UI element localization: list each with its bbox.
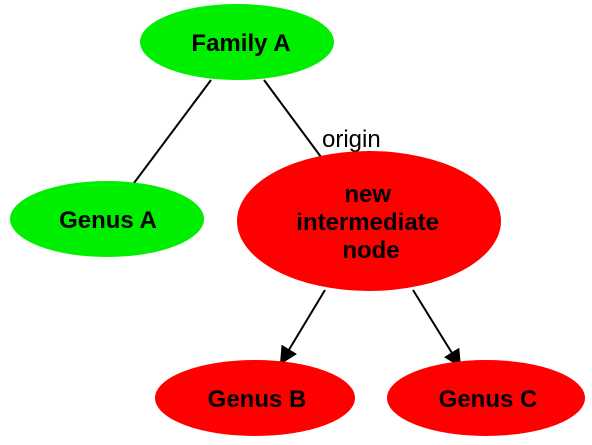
node-intermediate-label: new intermediate node <box>296 181 445 264</box>
node-intermediate-label-line-3: node <box>342 237 399 264</box>
node-genus-c[interactable]: Genus C <box>387 360 585 436</box>
node-family-a-label: Family A <box>191 30 290 57</box>
node-genus-a-shape <box>10 181 204 257</box>
node-intermediate[interactable]: new intermediate node <box>237 151 501 291</box>
node-intermediate-label-line-2: intermediate <box>296 209 439 236</box>
node-family-a-shape <box>140 4 334 80</box>
edge-family-a-to-genus-a <box>130 79 212 188</box>
node-family-a[interactable]: Family A <box>140 4 334 80</box>
node-intermediate-shape <box>237 151 501 291</box>
node-genus-b-label: Genus B <box>208 386 307 413</box>
node-genus-b-shape <box>155 360 355 436</box>
node-genus-c-label: Genus C <box>439 386 538 413</box>
node-genus-a[interactable]: Genus A <box>10 181 204 257</box>
edge-family-a-to-intermediate <box>263 79 322 158</box>
node-genus-b[interactable]: Genus B <box>155 360 355 436</box>
edge-intermediate-to-genus-c <box>412 289 462 368</box>
edge-intermediate-to-genus-b <box>279 289 326 365</box>
node-genus-c-shape <box>387 360 585 436</box>
edge-label-origin: origin <box>322 126 381 153</box>
node-genus-a-label: Genus A <box>59 207 157 234</box>
node-intermediate-label-line-1: new <box>344 181 391 208</box>
